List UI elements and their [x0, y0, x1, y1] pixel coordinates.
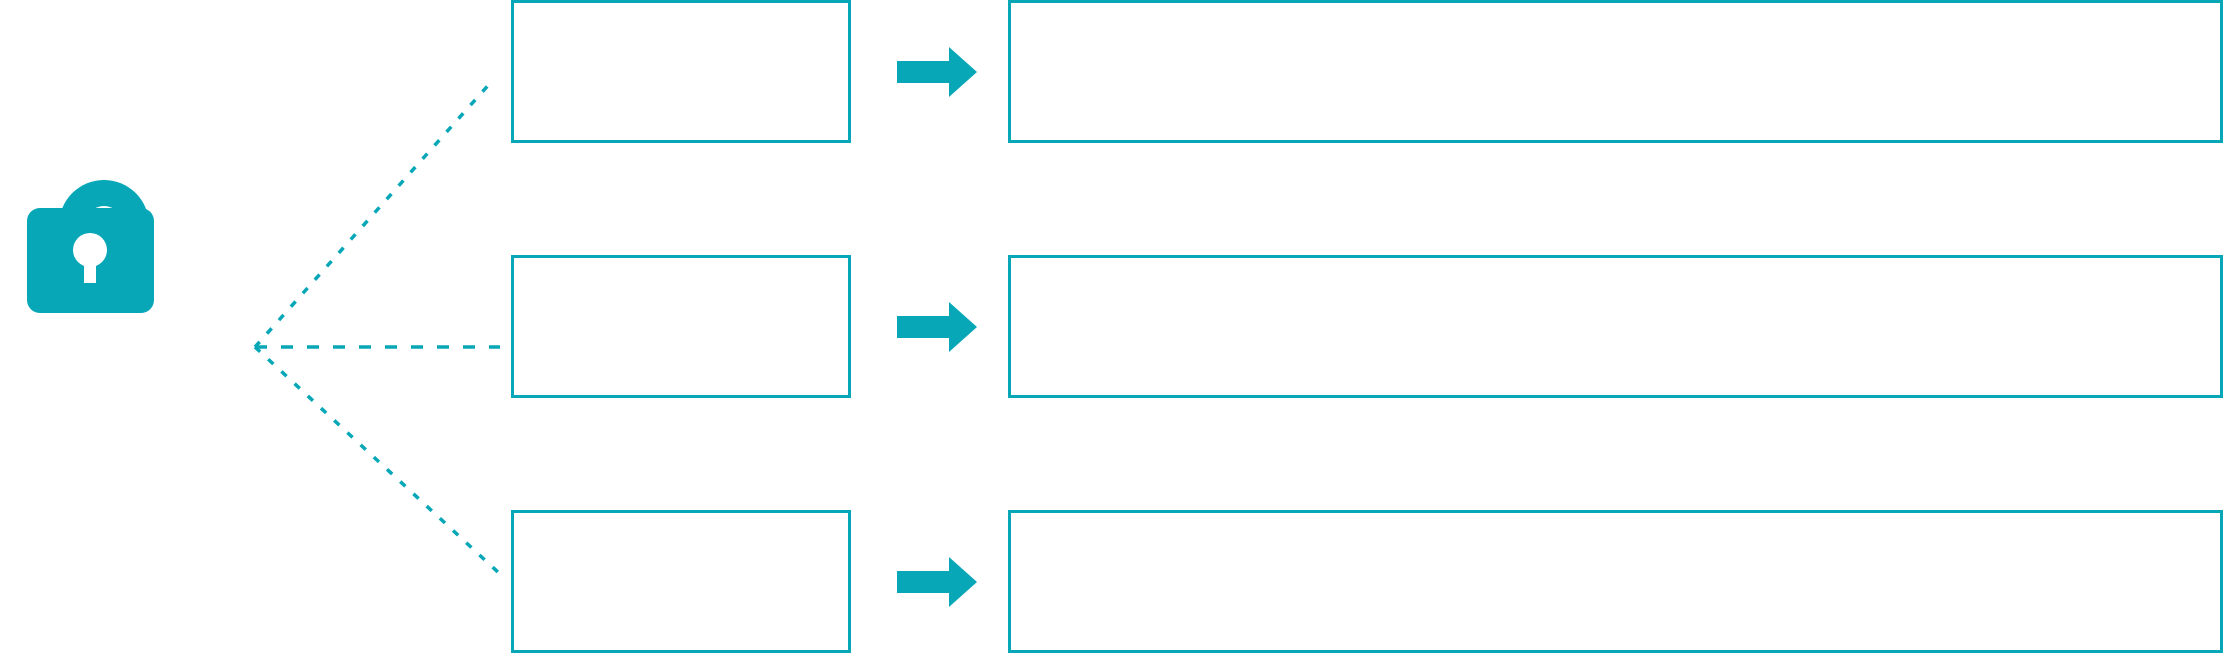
- stage-box-small-label: [514, 513, 848, 533]
- stage-box-large[interactable]: [1008, 510, 2223, 653]
- stage-box-small-label: [514, 3, 848, 23]
- flow-row: [0, 0, 2229, 143]
- stage-box-small[interactable]: [511, 0, 851, 143]
- arrow-right-icon: [897, 302, 977, 352]
- arrow-right-icon: [897, 557, 977, 607]
- stage-box-small[interactable]: [511, 510, 851, 653]
- lock-icon: [18, 145, 163, 320]
- arrow-right-icon: [897, 47, 977, 97]
- stage-box-large-label: [1011, 3, 2220, 23]
- stage-box-large-label: [1011, 513, 2220, 533]
- stage-box-large[interactable]: [1008, 0, 2223, 143]
- stage-box-small[interactable]: [511, 255, 851, 398]
- stage-box-large-label: [1011, 258, 2220, 278]
- flow-row: [0, 255, 2229, 398]
- stage-box-large[interactable]: [1008, 255, 2223, 398]
- stage-box-small-label: [514, 258, 848, 278]
- flow-row: [0, 510, 2229, 653]
